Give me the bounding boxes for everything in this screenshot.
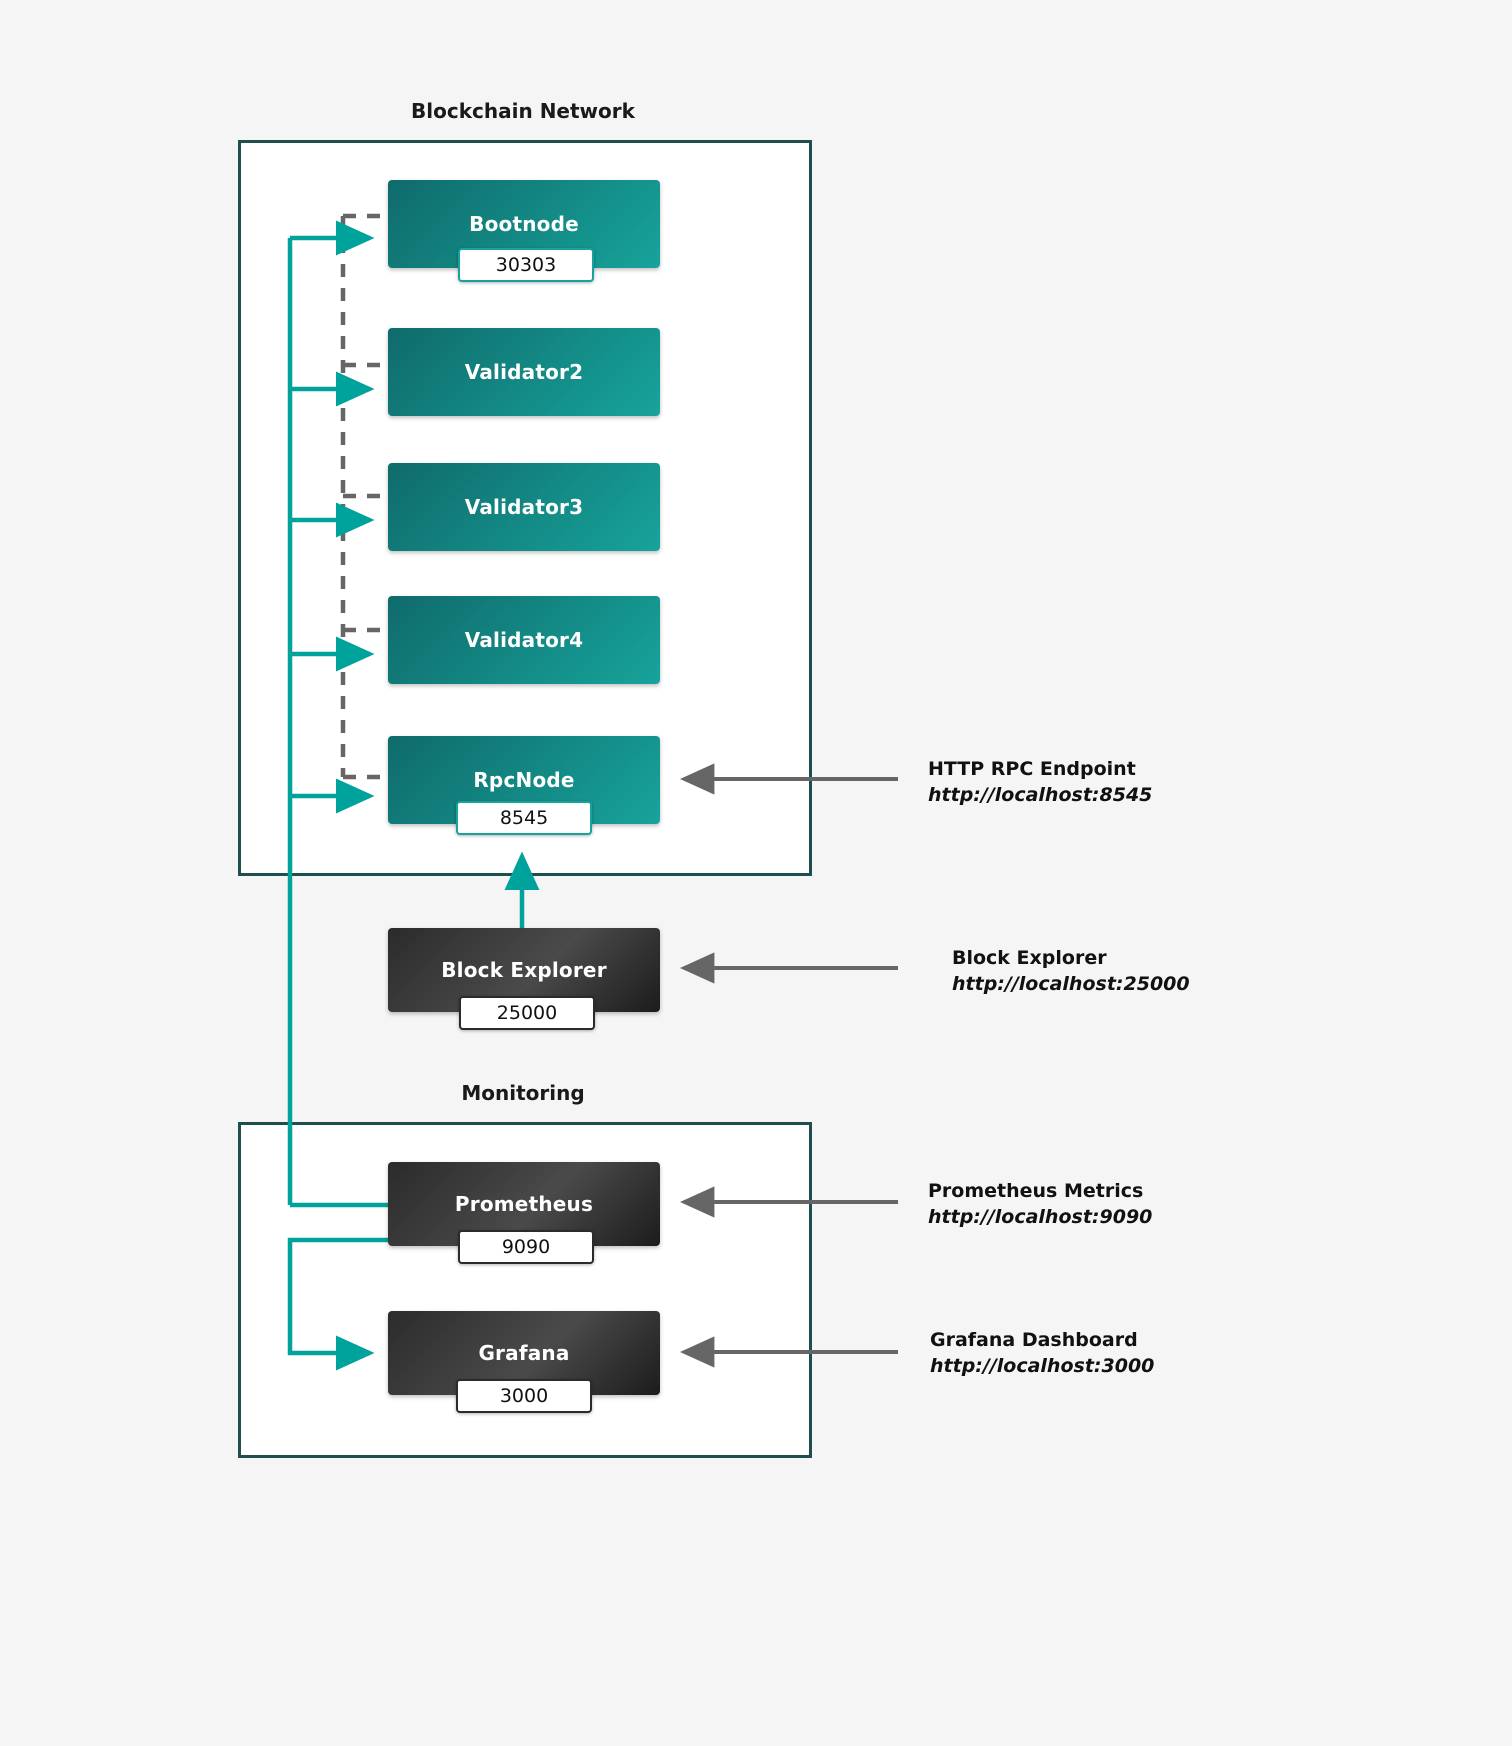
- node-prometheus-port-badge: 9090: [458, 1230, 594, 1264]
- node-validator2[interactable]: Validator2: [388, 328, 660, 416]
- annotation-prometheus-metrics-title: Prometheus Metrics: [928, 1180, 1144, 1202]
- annotation-prometheus-metrics-url: http://localhost:9090: [928, 1206, 1153, 1228]
- annotation-block-explorer: Block Explorer http://localhost:25000: [952, 945, 1190, 997]
- node-prometheus-label: Prometheus: [454, 1192, 594, 1216]
- annotation-http-rpc-endpoint: HTTP RPC Endpoint http://localhost:8545: [928, 756, 1152, 808]
- cluster-title-blockchain-network: Blockchain Network: [411, 99, 635, 123]
- annotation-grafana-dashboard-title: Grafana Dashboard: [930, 1329, 1138, 1351]
- node-rpcnode-port-badge: 8545: [456, 801, 592, 835]
- annotation-http-rpc-endpoint-url: http://localhost:8545: [928, 784, 1153, 806]
- annotation-http-rpc-endpoint-title: HTTP RPC Endpoint: [928, 758, 1136, 780]
- node-bootnode-label: Bootnode: [469, 212, 579, 236]
- node-block-explorer-label: Block Explorer: [441, 958, 607, 982]
- cluster-title-monitoring: Monitoring: [461, 1081, 585, 1105]
- node-block-explorer-port-badge: 25000: [459, 996, 595, 1030]
- node-validator3[interactable]: Validator3: [388, 463, 660, 551]
- node-bootnode-port-badge: 30303: [458, 248, 594, 282]
- node-validator4[interactable]: Validator4: [388, 596, 660, 684]
- node-validator4-label: Validator4: [464, 628, 584, 652]
- annotation-grafana-dashboard: Grafana Dashboard http://localhost:3000: [930, 1327, 1154, 1379]
- annotation-block-explorer-url: http://localhost:25000: [952, 973, 1190, 995]
- node-validator2-label: Validator2: [464, 360, 584, 384]
- node-grafana-label: Grafana: [478, 1341, 570, 1365]
- annotation-block-explorer-title: Block Explorer: [952, 947, 1107, 969]
- annotation-grafana-dashboard-url: http://localhost:3000: [930, 1355, 1155, 1377]
- node-validator3-label: Validator3: [464, 495, 584, 519]
- node-rpcnode-label: RpcNode: [473, 768, 575, 792]
- node-grafana-port-badge: 3000: [456, 1379, 592, 1413]
- annotation-prometheus-metrics: Prometheus Metrics http://localhost:9090: [928, 1178, 1152, 1230]
